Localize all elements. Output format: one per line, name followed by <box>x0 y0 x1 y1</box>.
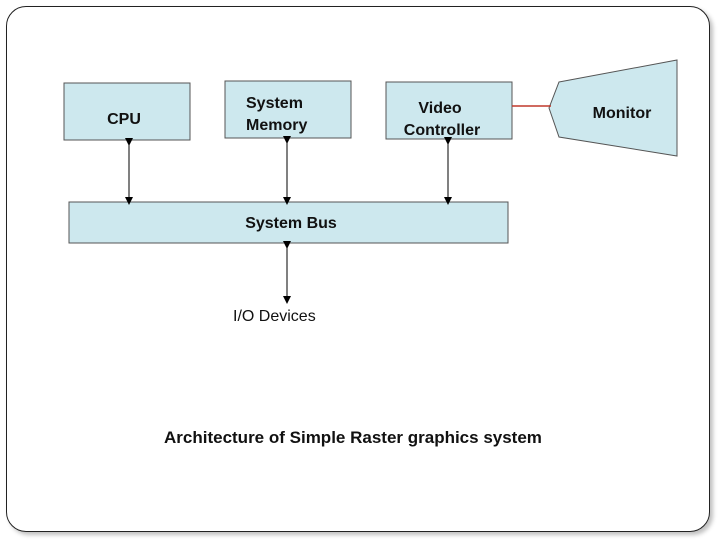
video-controller-node: Video Controller <box>385 81 513 140</box>
io-devices-label: I/O Devices <box>233 308 316 325</box>
cpu-label: CPU <box>107 111 141 128</box>
system-memory-label-line2: Memory <box>246 117 307 134</box>
monitor-node: Monitor <box>548 59 678 157</box>
monitor-label: Monitor <box>593 105 652 122</box>
video-controller-label-line2: Controller <box>404 122 480 139</box>
system-memory-label-line1: System <box>246 95 303 112</box>
diagram-caption: Architecture of Simple Raster graphics s… <box>164 428 542 447</box>
system-bus-label: System Bus <box>245 215 337 232</box>
video-controller-label-line1: Video <box>418 100 462 117</box>
cpu-node: CPU <box>63 82 191 141</box>
system-bus-node: System Bus <box>68 201 509 244</box>
system-memory-node: System Memory <box>224 80 352 139</box>
